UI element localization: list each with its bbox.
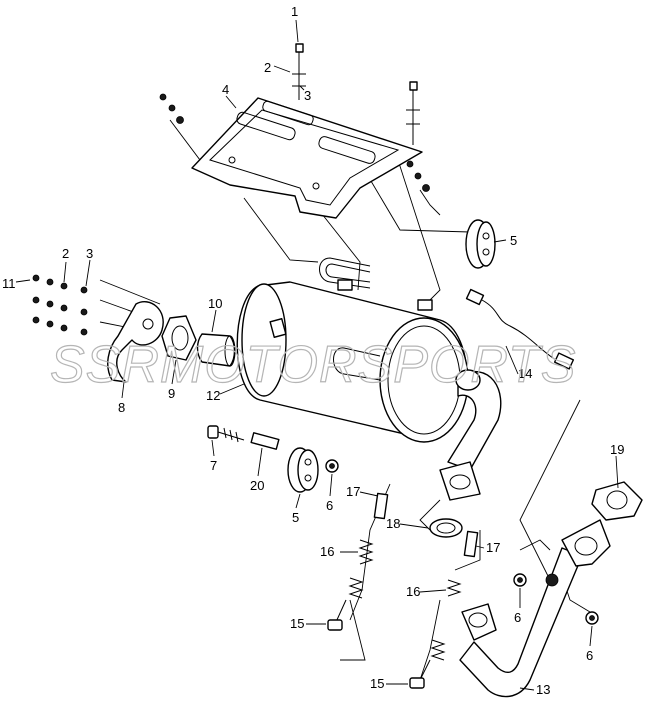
callout-3-left: 3 [86, 246, 93, 261]
spacer-20 [250, 432, 280, 450]
callout-1: 1 [291, 4, 298, 19]
callout-15-right: 15 [370, 676, 384, 691]
callout-6-left: 6 [326, 498, 333, 513]
gasket-18 [429, 518, 463, 538]
callout-8: 8 [118, 400, 125, 415]
bolts-11 [32, 274, 88, 336]
header-pipe [459, 519, 611, 698]
gasket-19 [591, 481, 643, 521]
inlet-flange-8 [107, 301, 164, 383]
callout-15-left: 15 [290, 616, 304, 631]
callout-16-left: 16 [320, 544, 334, 559]
callout-14: 14 [518, 366, 532, 381]
callout-17-left: 17 [346, 484, 360, 499]
shield-bolt-left [159, 93, 184, 124]
nut-6-left [325, 459, 339, 473]
callout-6-right: 6 [586, 648, 593, 663]
bolt-7 [207, 425, 245, 443]
rubber-mount-lower [287, 447, 319, 493]
rubber-mount-upper [465, 219, 496, 269]
bolt-15-left [327, 599, 347, 631]
spacer-17 [373, 492, 479, 558]
callout-3-top: 3 [304, 88, 311, 103]
muffler-outlet-pipe [447, 369, 502, 471]
callout-2-top: 2 [264, 60, 271, 75]
callout-18: 18 [386, 516, 400, 531]
shield-bolt-top [292, 43, 306, 100]
callout-9: 9 [168, 386, 175, 401]
callout-7: 7 [210, 458, 217, 473]
muffler [236, 257, 469, 443]
callout-5-upper: 5 [510, 233, 517, 248]
heat-shield [191, 97, 423, 219]
nut-6-mid [513, 573, 527, 587]
callout-2-left: 2 [62, 246, 69, 261]
callout-11: 11 [2, 276, 16, 291]
shield-bolt-right [406, 81, 420, 145]
bolt-15-right [409, 659, 431, 689]
pipe-flange-upper [439, 461, 481, 501]
callout-4: 4 [222, 82, 229, 97]
nut-6-header [545, 573, 559, 587]
callout-10: 10 [208, 296, 222, 311]
watermark-text: SSRMOTORSPORTS [50, 336, 576, 394]
sleeve-10 [196, 333, 236, 367]
callout-17-right: 17 [486, 540, 500, 555]
callout-6-mid: 6 [514, 610, 521, 625]
callout-numbers: 1 2 3 4 5 2 3 11 10 9 8 12 14 7 20 5 6 1… [2, 4, 624, 697]
spring-16-right [430, 579, 462, 661]
shield-bolt-side [406, 160, 430, 192]
callout-12: 12 [206, 388, 220, 403]
oxygen-sensor [465, 288, 575, 370]
gasket-9 [161, 315, 197, 361]
nut-6-right [585, 611, 599, 625]
callout-19: 19 [610, 442, 624, 457]
spring-16-left [348, 539, 374, 599]
callout-13: 13 [536, 682, 550, 697]
callout-20: 20 [250, 478, 264, 493]
callout-5-lower: 5 [292, 510, 299, 525]
callout-16-right: 16 [406, 584, 420, 599]
callout-leaders [15, 19, 619, 691]
